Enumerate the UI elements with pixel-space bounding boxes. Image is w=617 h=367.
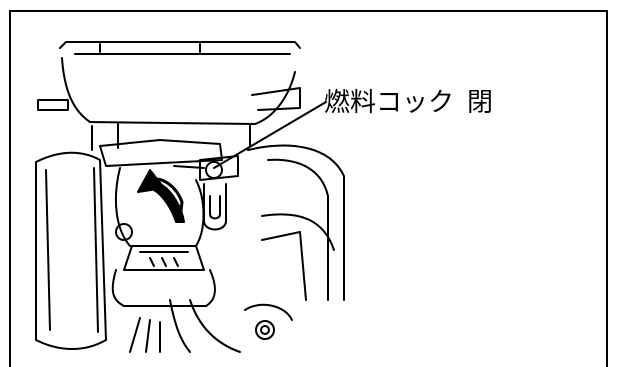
label-gap xyxy=(454,88,467,118)
carburetor-drawing xyxy=(99,139,223,307)
fuel-tank-drawing xyxy=(59,41,301,151)
engine-block-drawing xyxy=(37,87,345,353)
curved-direction-arrow xyxy=(137,169,185,223)
fuel-cock-label: 燃料コック xyxy=(324,88,455,118)
fuel-strainer-drawing xyxy=(173,155,239,231)
air-cleaner-drawing xyxy=(35,151,107,350)
callout-label: 燃料コック 閉 xyxy=(324,88,493,118)
closed-state-label: 閉 xyxy=(467,88,494,118)
figure-frame xyxy=(9,10,608,367)
callout-leader-line xyxy=(213,101,327,169)
